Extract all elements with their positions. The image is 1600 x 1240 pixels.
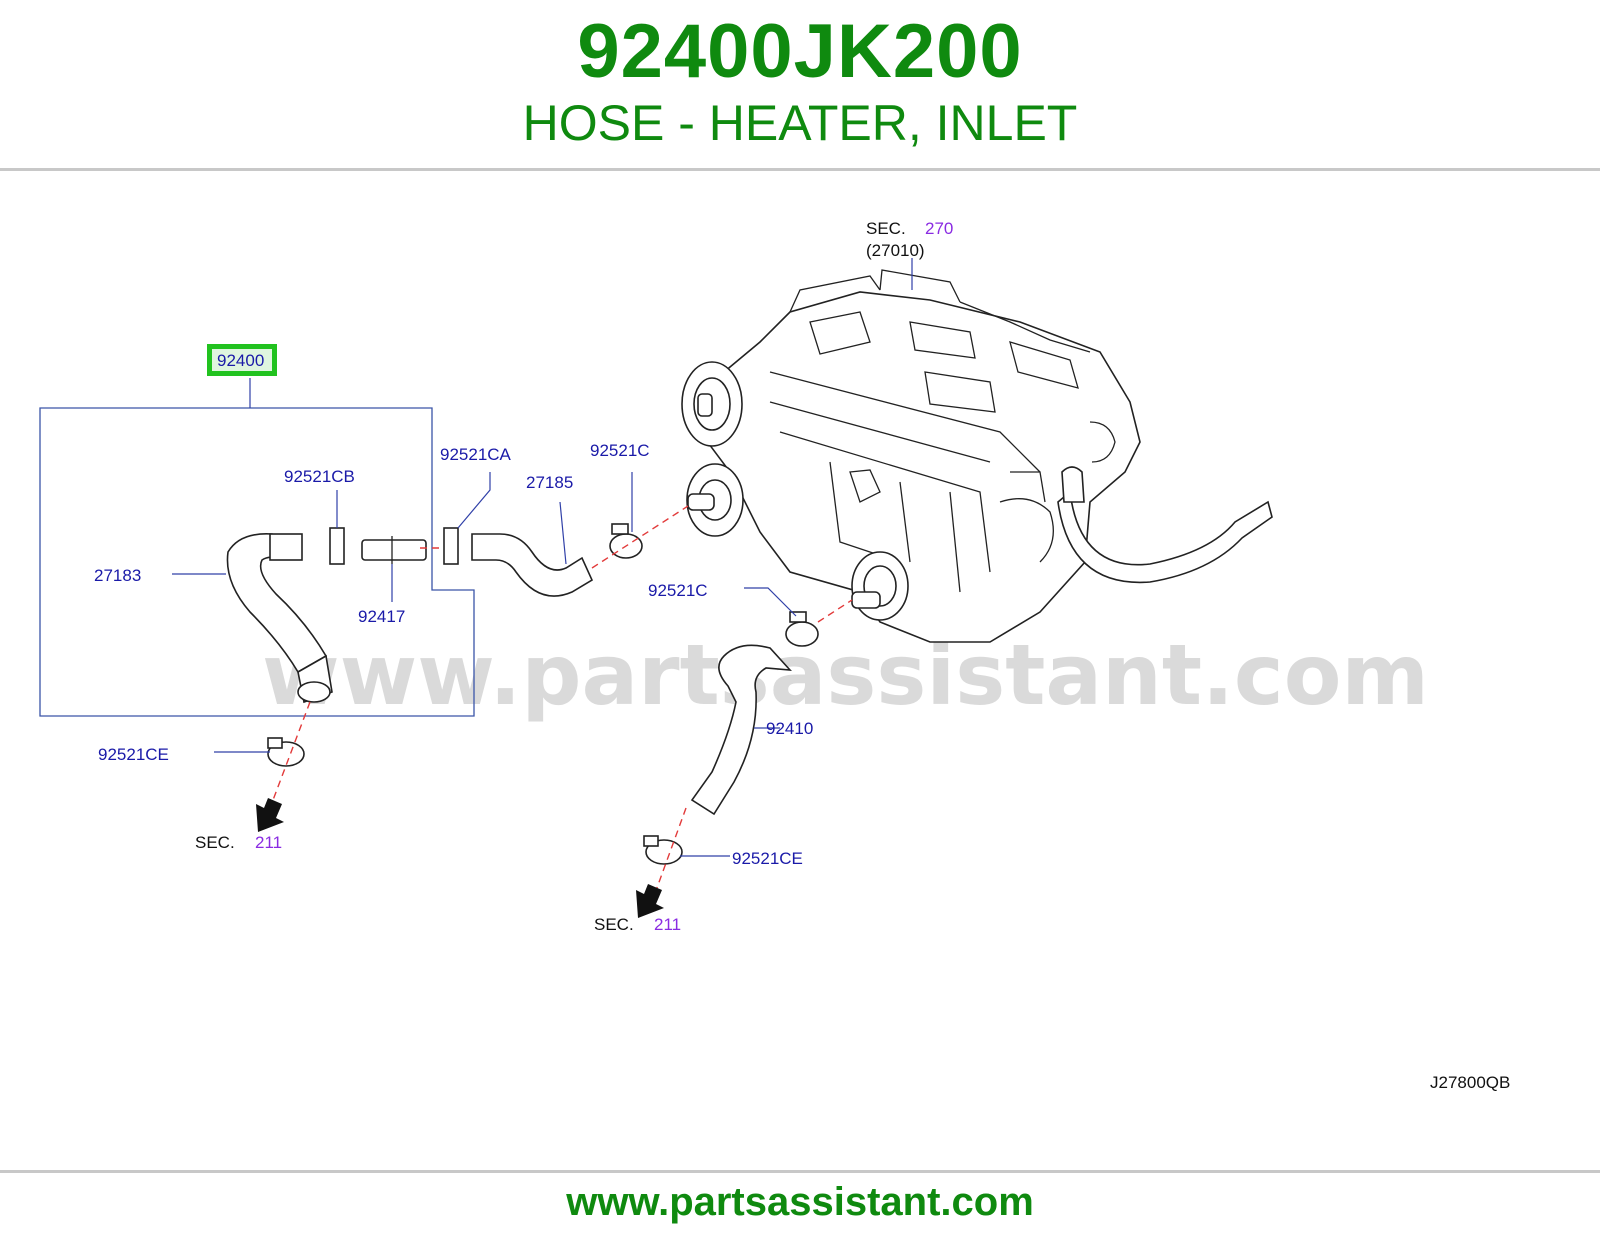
part-name-subtitle: HOSE - HEATER, INLET [522, 95, 1078, 151]
footer-divider [0, 1170, 1600, 1173]
arrow-down-right-icon [636, 884, 664, 918]
clamp-92521C-lower-illustration [785, 611, 819, 647]
clip-92521CA-illustration [443, 527, 459, 565]
right-sec-label: SEC. [594, 915, 634, 934]
callout-92400-label: 92400 [217, 351, 264, 370]
arrow-down-left-icon [256, 798, 284, 832]
callout-92521CE-right[interactable]: 92521CE [732, 849, 803, 868]
callout-92521C-lower[interactable]: 92521C [648, 581, 708, 600]
watermark-text: www.partsassistant.com [262, 626, 1429, 724]
section-ref-heater-unit[interactable]: SEC. 270 (27010) [866, 219, 953, 260]
callout-92521CB[interactable]: 92521CB [284, 467, 355, 486]
heater-sec-number: 270 [925, 219, 953, 238]
section-ref-left[interactable]: SEC. 211 [195, 833, 282, 852]
page-header: 92400JK200 HOSE - HEATER, INLET [0, 0, 1600, 168]
header-divider [0, 168, 1600, 171]
parts-diagram: www.partsassistant.com 92400 [39, 219, 1510, 1092]
assembly-group-box [39, 407, 475, 717]
callout-92417[interactable]: 92417 [358, 607, 405, 626]
callout-27183[interactable]: 27183 [94, 566, 141, 585]
callout-27185[interactable]: 27185 [526, 473, 573, 492]
callout-92400-highlighted[interactable]: 92400 [207, 344, 277, 376]
callout-92521CE-left[interactable]: 92521CE [98, 745, 169, 764]
heater-unit-illustration [681, 269, 1273, 643]
part-number-title: 92400JK200 [577, 9, 1023, 94]
left-sec-number: 211 [255, 833, 282, 852]
callout-92410[interactable]: 92410 [766, 719, 813, 738]
clip-92521CB-illustration [329, 527, 345, 565]
hose-27183-illustration [226, 533, 333, 704]
callout-92521C-upper[interactable]: 92521C [590, 441, 650, 460]
left-sec-label: SEC. [195, 833, 235, 852]
clamp-92521CE-right-illustration [643, 835, 683, 865]
clamp-92521CE-left-illustration [267, 737, 305, 767]
footer-url-link[interactable]: www.partsassistant.com [566, 1180, 1034, 1224]
hose-92410-illustration [690, 644, 792, 816]
right-sec-number: 211 [654, 915, 681, 934]
callout-92521CA[interactable]: 92521CA [440, 445, 512, 464]
joint-92417-illustration [361, 536, 427, 564]
section-ref-right[interactable]: SEC. 211 [594, 915, 681, 934]
diagram-code: J27800QB [1430, 1073, 1510, 1092]
heater-sec-label: SEC. [866, 219, 906, 238]
heater-sec-part: (27010) [866, 241, 925, 260]
hose-27185-illustration [471, 533, 594, 597]
